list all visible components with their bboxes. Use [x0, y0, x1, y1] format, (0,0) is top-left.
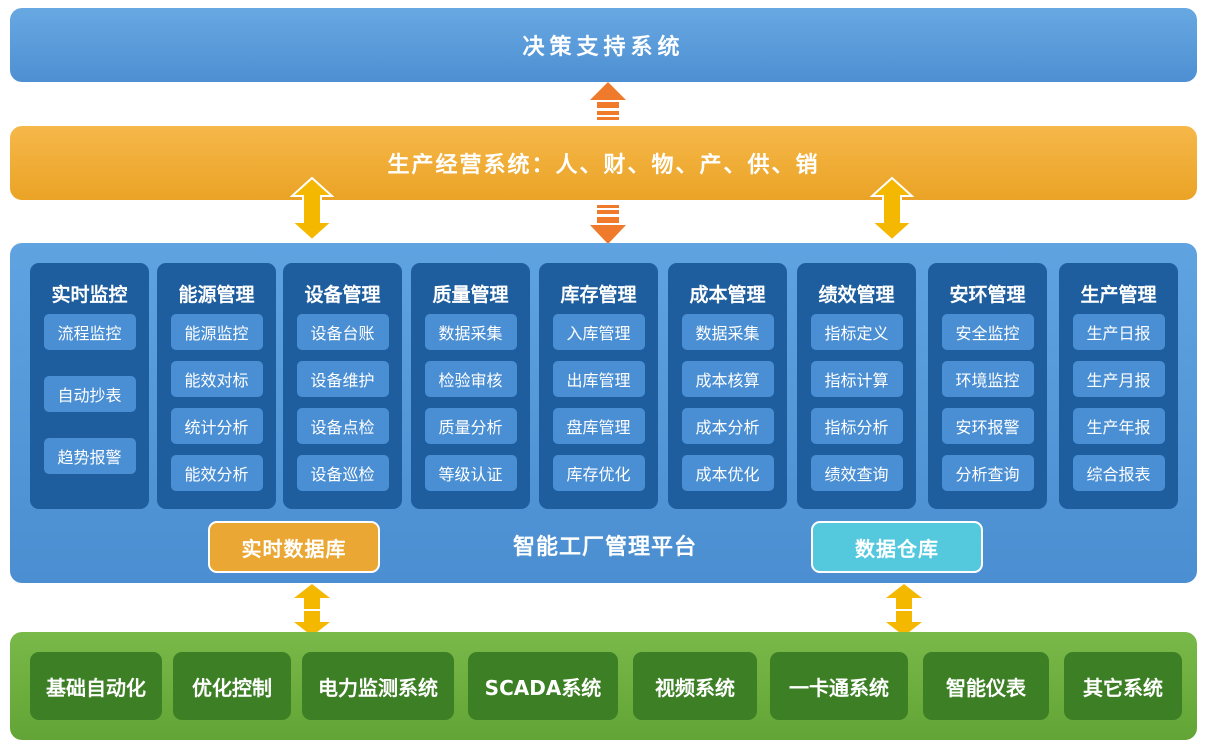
- system-card[interactable]: 一卡通系统: [770, 652, 908, 720]
- module-quality-management: 质量管理 数据采集 检验审核 质量分析 等级认证: [411, 263, 530, 509]
- module-item[interactable]: 指标定义: [810, 314, 903, 350]
- module-title: 能源管理: [178, 284, 255, 306]
- module-title: 安环管理: [949, 284, 1026, 306]
- module-item[interactable]: 入库管理: [552, 314, 645, 350]
- module-title: 设备管理: [304, 284, 381, 306]
- module-item[interactable]: 能源监控: [170, 314, 263, 350]
- module-item[interactable]: 设备台账: [296, 314, 389, 350]
- module-cost-management: 成本管理 数据采集 成本核算 成本分析 成本优化: [668, 263, 787, 509]
- module-item[interactable]: 安全监控: [941, 314, 1034, 350]
- system-others[interactable]: 其它系统: [1064, 652, 1182, 720]
- module-item[interactable]: 生产年报: [1072, 408, 1165, 444]
- system-smart-instrument[interactable]: 智能仪表: [923, 652, 1049, 720]
- module-item[interactable]: 趋势报警: [43, 438, 136, 474]
- field-systems-band: 基础自动化 优化控制 电力监测系统 SCADA系统 视频系统 一卡通系统 智能仪…: [10, 632, 1197, 740]
- module-item[interactable]: 出库管理: [552, 361, 645, 397]
- module-title: 实时监控: [51, 284, 128, 306]
- module-title: 成本管理: [689, 284, 766, 306]
- module-item[interactable]: 设备巡检: [296, 455, 389, 491]
- module-title: 生产管理: [1080, 284, 1157, 306]
- system-basic-automation[interactable]: 基础自动化: [30, 652, 162, 720]
- module-energy-management: 能源管理 能源监控 能效对标 统计分析 能效分析: [157, 263, 276, 509]
- double-arrow-right-bottom-icon: [886, 584, 922, 636]
- module-item[interactable]: 指标分析: [810, 408, 903, 444]
- module-item[interactable]: 自动抄表: [43, 376, 136, 412]
- module-item[interactable]: 指标计算: [810, 361, 903, 397]
- module-item[interactable]: 能效分析: [170, 455, 263, 491]
- platform-title: 智能工厂管理平台: [512, 535, 697, 560]
- module-item[interactable]: 流程监控: [43, 314, 136, 350]
- module-item[interactable]: 生产日报: [1072, 314, 1165, 350]
- double-arrow-right-icon: [870, 176, 914, 242]
- module-item[interactable]: 统计分析: [170, 408, 263, 444]
- module-title: 质量管理: [432, 284, 509, 306]
- operations-system-band: 生产经营系统：人、财、物、产、供、销: [10, 126, 1197, 200]
- module-title: 库存管理: [560, 284, 637, 306]
- module-item[interactable]: 库存优化: [552, 455, 645, 491]
- module-item[interactable]: 成本核算: [681, 361, 774, 397]
- module-production-management: 生产管理 生产日报 生产月报 生产年报 综合报表: [1059, 263, 1178, 509]
- platform-panel: 实时监控 流程监控 自动抄表 趋势报警 能源管理 能源监控 能效对标 统计分析 …: [10, 243, 1197, 583]
- module-realtime-monitoring: 实时监控 流程监控 自动抄表 趋势报警: [30, 263, 149, 509]
- system-video[interactable]: 视频系统: [633, 652, 757, 720]
- system-scada[interactable]: SCADA系统: [468, 652, 618, 720]
- module-item[interactable]: 设备维护: [296, 361, 389, 397]
- module-item[interactable]: 生产月报: [1072, 361, 1165, 397]
- module-item[interactable]: 检验审核: [424, 361, 517, 397]
- decision-support-band: 决策支持系统: [10, 8, 1197, 82]
- module-item[interactable]: 能效对标: [170, 361, 263, 397]
- module-item[interactable]: 绩效查询: [810, 455, 903, 491]
- double-arrow-left-bottom-icon: [294, 584, 330, 636]
- decision-support-label: 决策支持系统: [522, 35, 685, 60]
- double-arrow-left-icon: [290, 176, 334, 242]
- data-warehouse-tag[interactable]: 数据仓库: [811, 521, 983, 573]
- module-item[interactable]: 成本分析: [681, 408, 774, 444]
- module-item[interactable]: 环境监控: [941, 361, 1034, 397]
- module-item[interactable]: 安环报警: [941, 408, 1034, 444]
- module-item[interactable]: 等级认证: [424, 455, 517, 491]
- module-equipment-management: 设备管理 设备台账 设备维护 设备点检 设备巡检: [283, 263, 402, 509]
- arrow-down-icon: [590, 205, 626, 244]
- realtime-database-tag[interactable]: 实时数据库: [208, 521, 380, 573]
- system-optimization-control[interactable]: 优化控制: [173, 652, 291, 720]
- module-safety-environment-management: 安环管理 安全监控 环境监控 安环报警 分析查询: [928, 263, 1047, 509]
- module-item[interactable]: 分析查询: [941, 455, 1034, 491]
- module-item[interactable]: 数据采集: [681, 314, 774, 350]
- module-item[interactable]: 设备点检: [296, 408, 389, 444]
- system-power-monitoring[interactable]: 电力监测系统: [302, 652, 454, 720]
- operations-system-label: 生产经营系统：人、财、物、产、供、销: [387, 153, 820, 178]
- module-title: 绩效管理: [818, 284, 895, 306]
- module-performance-management: 绩效管理 指标定义 指标计算 指标分析 绩效查询: [797, 263, 916, 509]
- module-item[interactable]: 成本优化: [681, 455, 774, 491]
- module-item[interactable]: 盘库管理: [552, 408, 645, 444]
- module-item[interactable]: 数据采集: [424, 314, 517, 350]
- arrow-up-icon: [590, 82, 626, 120]
- module-inventory-management: 库存管理 入库管理 出库管理 盘库管理 库存优化: [539, 263, 658, 509]
- module-item[interactable]: 质量分析: [424, 408, 517, 444]
- module-item[interactable]: 综合报表: [1072, 455, 1165, 491]
